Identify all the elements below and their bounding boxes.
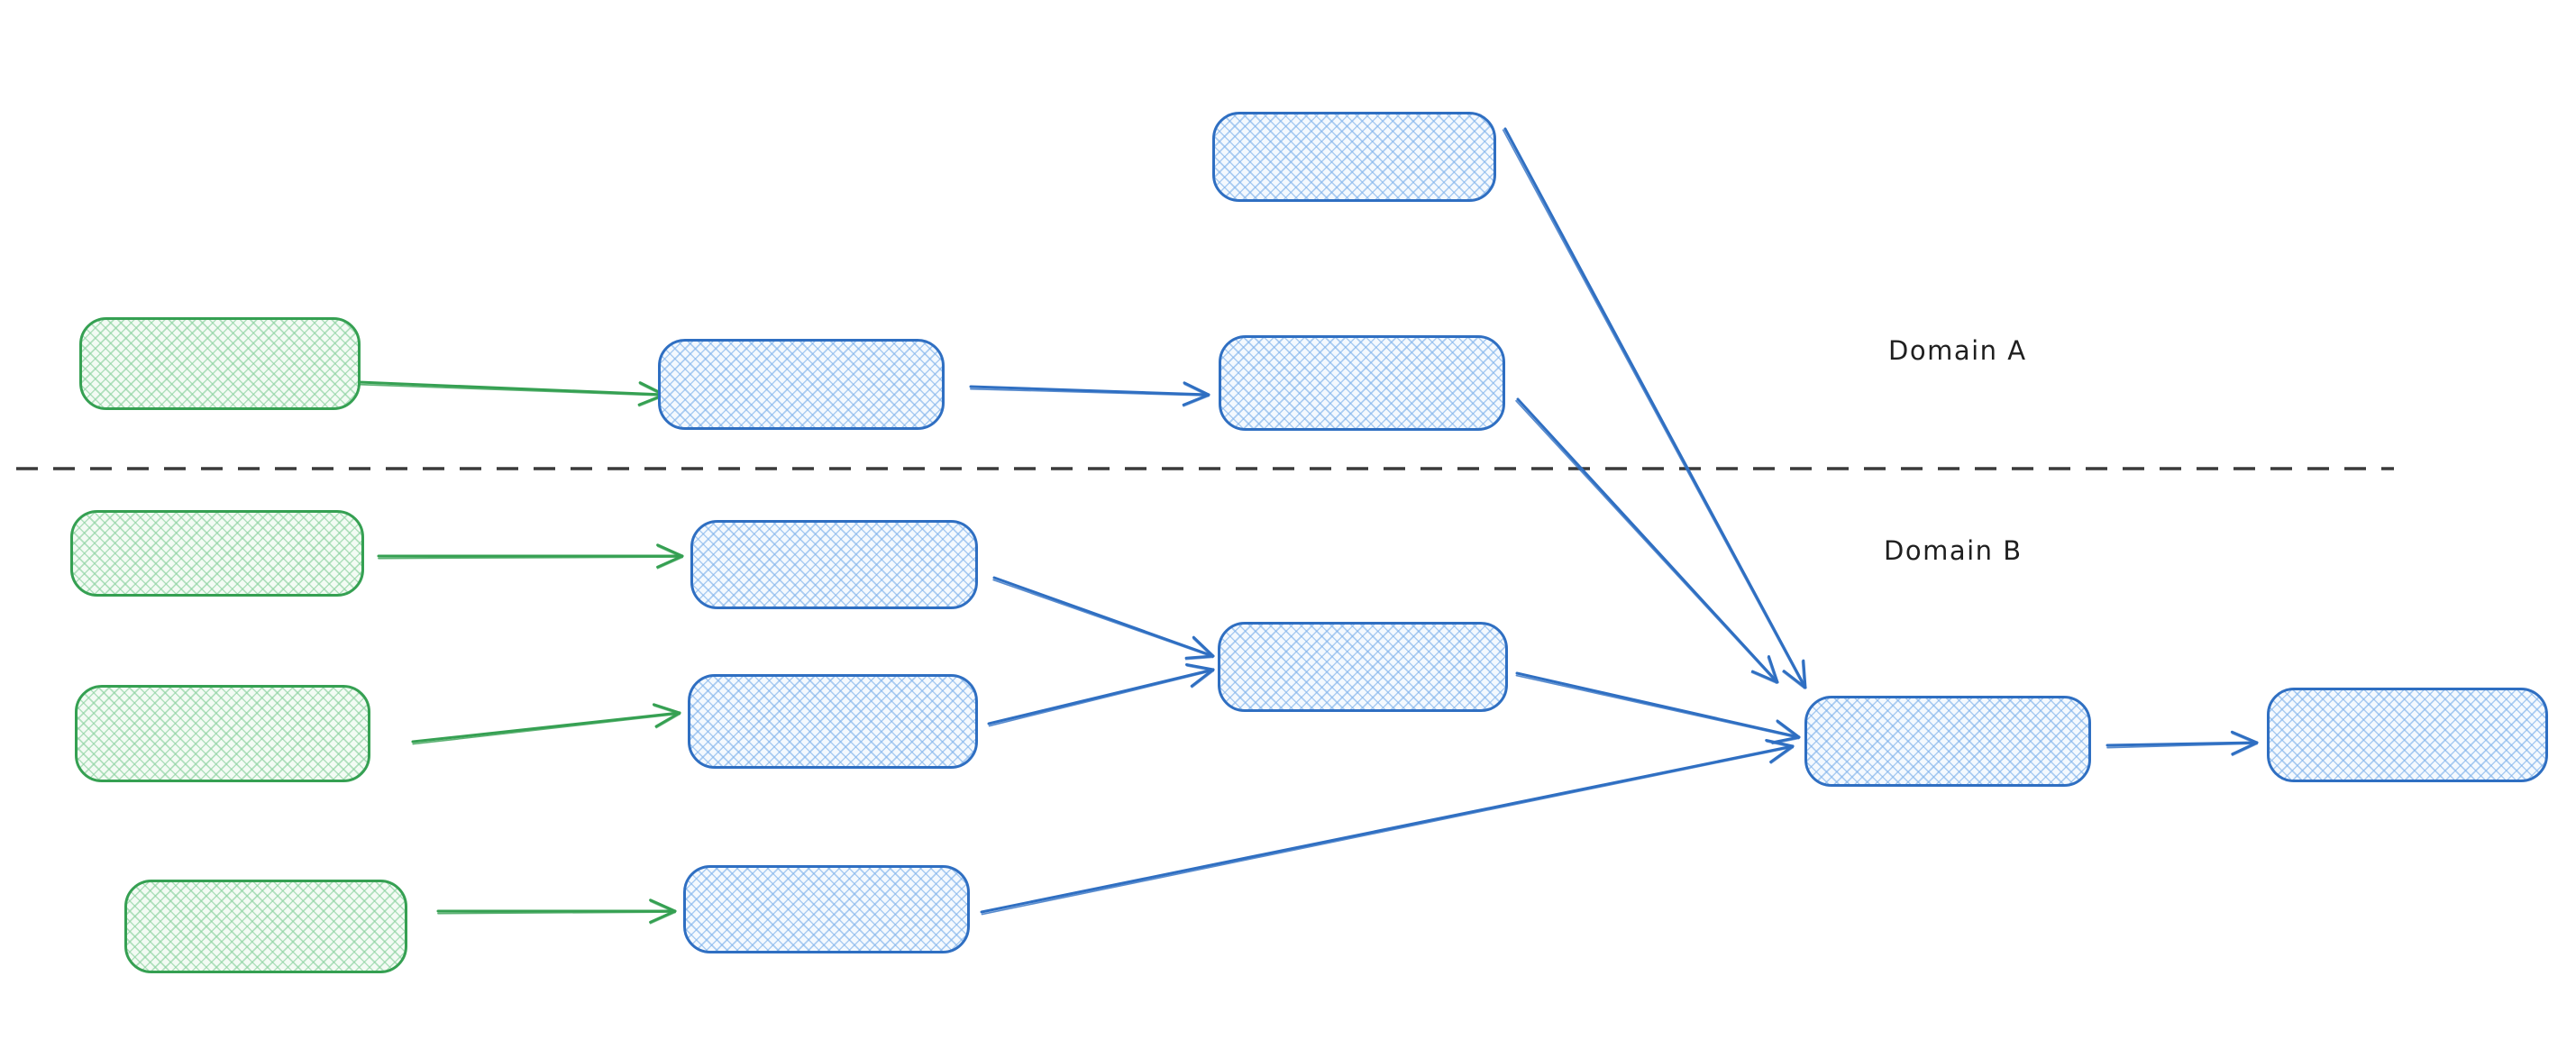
node-b-stage2-blue xyxy=(688,674,978,769)
arrow-top-to-aggregator xyxy=(1502,127,1807,689)
domain-a-label: Domain A xyxy=(1888,335,2027,366)
node-top-blue xyxy=(1212,112,1496,202)
node-a-source-green xyxy=(79,317,361,410)
arrow-b-source3-to-stage3 xyxy=(436,898,677,925)
node-b-source1-green xyxy=(70,510,364,597)
arrow-b-stage2-to-merge xyxy=(987,663,1215,727)
arrow-b-stage3-to-aggregator xyxy=(980,739,1795,916)
node-b-stage1-blue xyxy=(690,520,978,609)
arrow-b-source2-to-stage2 xyxy=(411,703,681,745)
node-b-merge-blue xyxy=(1218,622,1508,712)
domain-b-label: Domain B xyxy=(1884,535,2023,566)
node-a-stage1-blue xyxy=(658,339,945,430)
arrow-a-stage2-to-aggregator xyxy=(1515,397,1779,684)
arrow-merge-to-aggregator xyxy=(1515,671,1801,745)
node-b-source2-green xyxy=(75,685,370,782)
node-b-source3-green xyxy=(124,880,407,973)
node-a-stage2-blue xyxy=(1219,335,1505,431)
arrow-a-source-to-stage1 xyxy=(357,380,666,407)
arrow-a-stage1-to-stage2 xyxy=(969,381,1210,407)
node-final-blue xyxy=(2267,688,2548,782)
arrow-aggregator-to-final xyxy=(2106,730,2259,757)
arrow-b-source1-to-stage1 xyxy=(377,543,684,570)
arrow-b-stage1-to-merge xyxy=(992,576,1215,661)
node-b-stage3-blue xyxy=(683,865,970,953)
node-aggregator-blue xyxy=(1804,696,2091,787)
